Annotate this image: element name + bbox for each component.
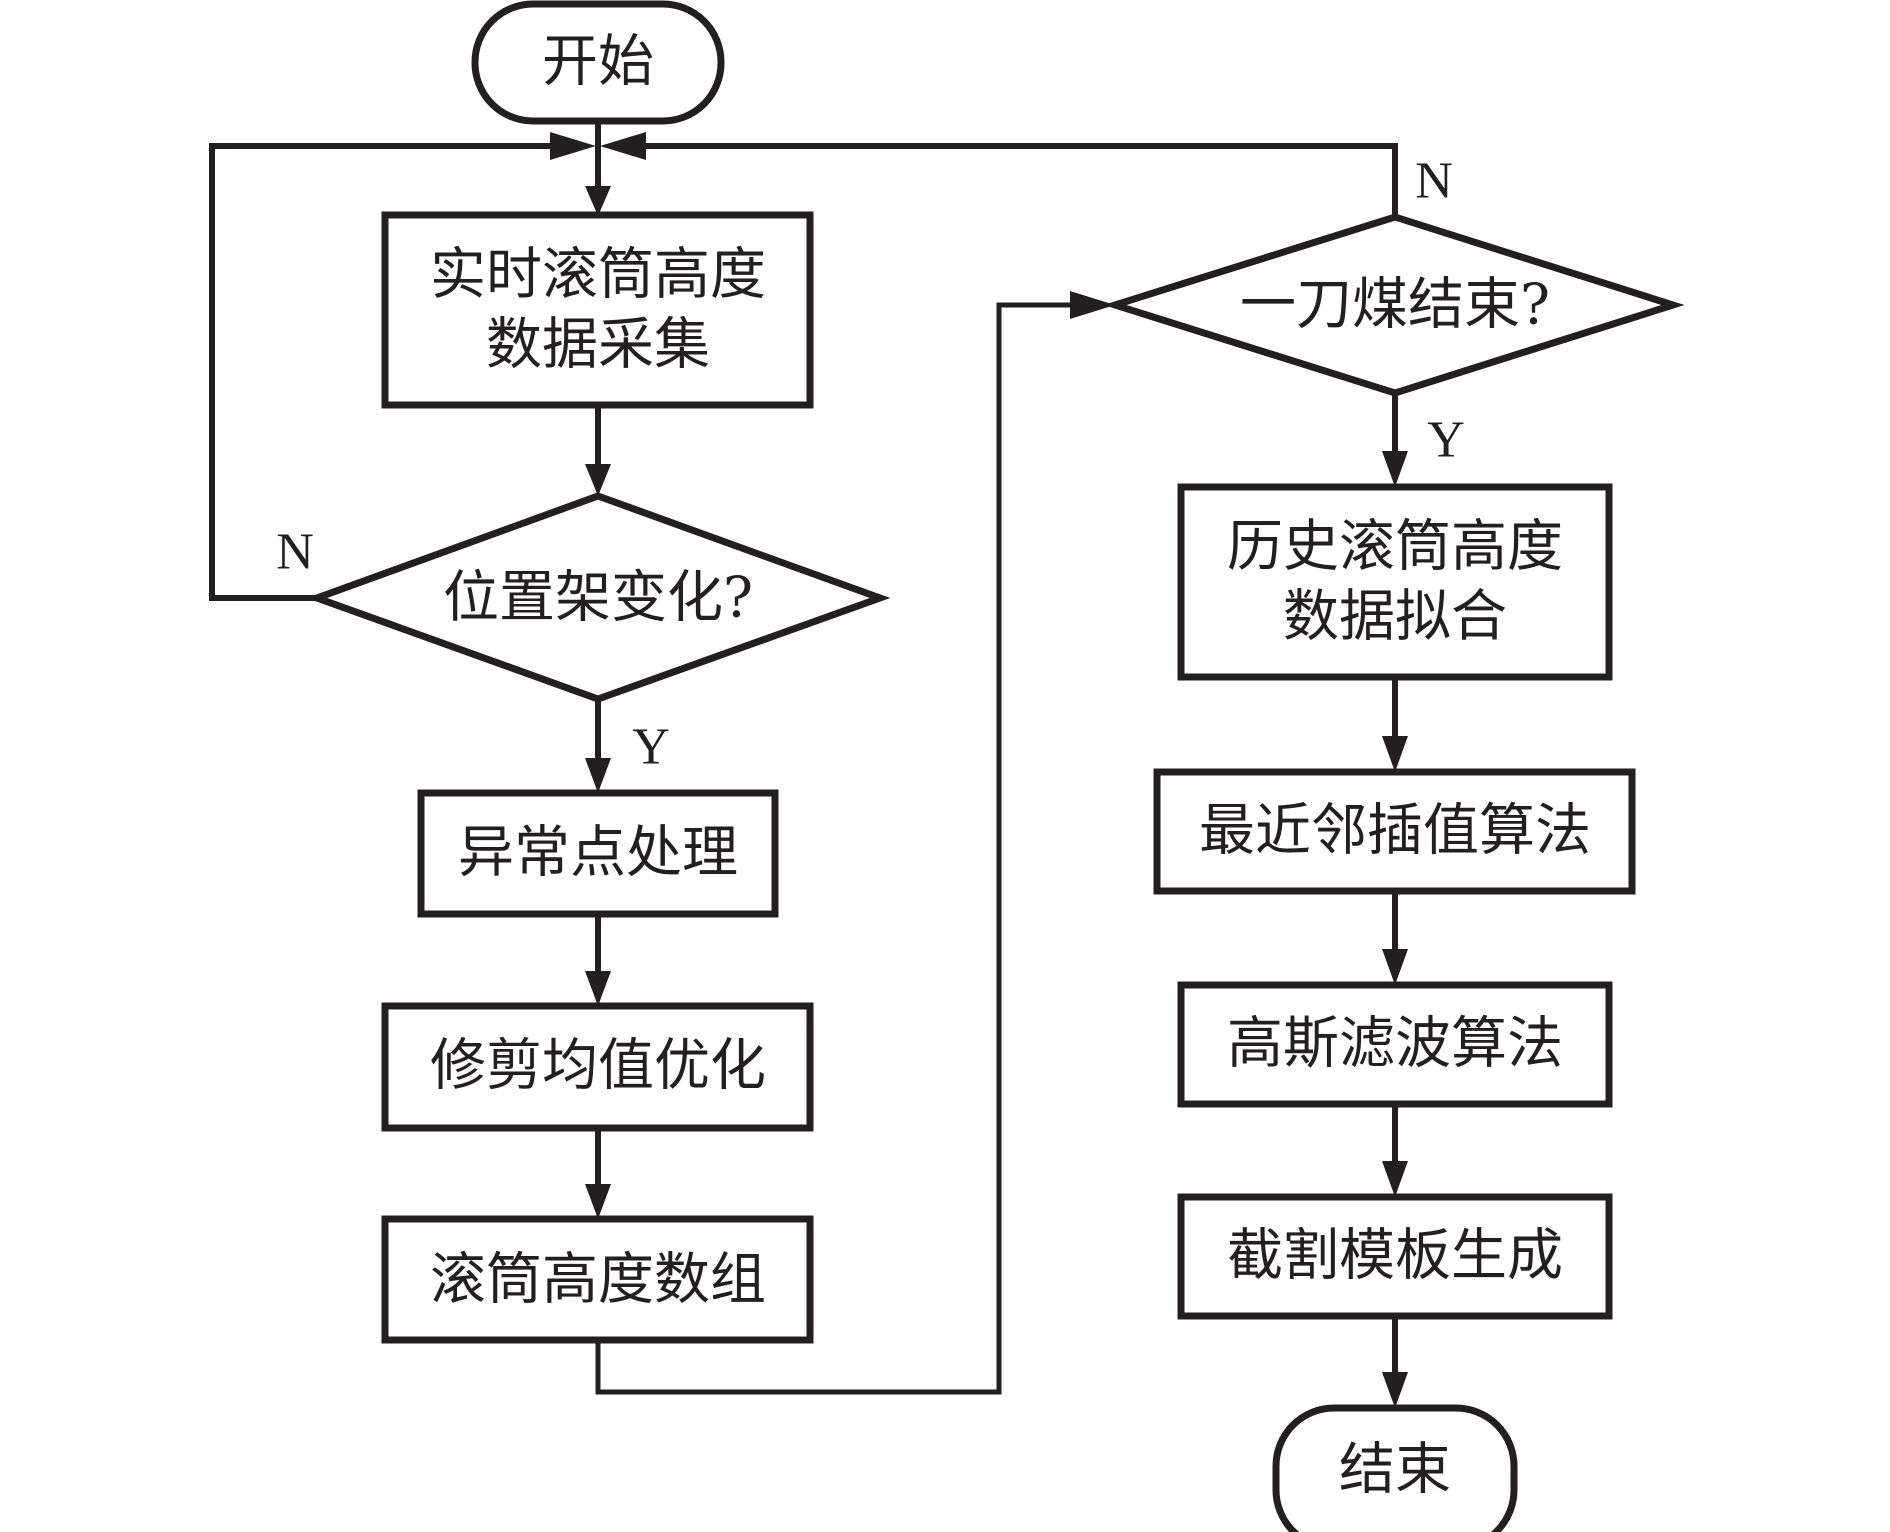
decision-position-change: 位置架变化? [306, 492, 891, 703]
arrow-down-icon [585, 1184, 611, 1219]
process-label: 截割模板生成 [1227, 1224, 1563, 1289]
arrow-left-icon [600, 132, 646, 160]
decision-label: 一刀煤结束? [1240, 273, 1550, 338]
decision-shearing-finished: 一刀煤结束? [1103, 213, 1685, 397]
arrow-right-icon [550, 132, 596, 160]
process-label: 滚筒高度数组 [430, 1248, 766, 1313]
arrow-right-icon [1070, 291, 1115, 319]
no-branch-label: N [1415, 153, 1453, 210]
process-label-line1: 历史滚筒高度 [1227, 515, 1563, 580]
process-height-array: 滚筒高度数组 [381, 1215, 814, 1344]
start-terminal: 开始 [471, 0, 725, 125]
connector-loop-shearing-not-finished [641, 143, 1398, 217]
process-outlier-handling: 异常点处理 [417, 789, 779, 918]
process-label: 修剪均值优化 [430, 1034, 766, 1099]
connector-loop-no-position-change [209, 143, 555, 601]
process-label: 高斯滤波算法 [1227, 1012, 1563, 1077]
end-terminal: 结束 [1272, 1404, 1518, 1532]
arrow-down-icon [1382, 736, 1408, 772]
process-realtime-acquisition: 实时滚筒高度 数据采集 [381, 211, 814, 409]
process-gaussian-filter: 高斯滤波算法 [1177, 981, 1613, 1108]
yes-branch-label: Y [1427, 412, 1465, 469]
process-nearest-neighbor: 最近邻插值算法 [1153, 768, 1636, 895]
process-label-line2: 数据拟合 [1283, 585, 1507, 650]
no-branch-label: N [276, 524, 314, 581]
process-label-line1: 实时滚筒高度 [430, 243, 766, 308]
process-label: 异常点处理 [458, 821, 738, 886]
process-trimmed-mean: 修剪均值优化 [381, 1002, 814, 1132]
start-label: 开始 [542, 30, 654, 95]
process-template-generation: 截割模板生成 [1177, 1193, 1613, 1320]
arrow-down-icon [585, 186, 611, 216]
arrow-down-icon [585, 758, 611, 793]
yes-branch-label: Y [632, 719, 670, 776]
arrow-down-icon [1382, 949, 1408, 985]
process-history-fit: 历史滚筒高度 数据拟合 [1177, 483, 1613, 681]
arrow-down-icon [1382, 451, 1408, 487]
arrow-down-icon [1382, 1161, 1408, 1197]
connector-array-to-shearing-decision [595, 302, 1075, 1395]
process-label: 最近邻插值算法 [1199, 799, 1591, 864]
decision-label: 位置架变化? [443, 566, 753, 631]
arrow-down-icon [585, 464, 611, 496]
process-label-line2: 数据采集 [486, 313, 710, 378]
arrow-down-icon [585, 971, 611, 1006]
end-label: 结束 [1339, 1438, 1451, 1503]
arrow-down-icon [1382, 1372, 1408, 1408]
